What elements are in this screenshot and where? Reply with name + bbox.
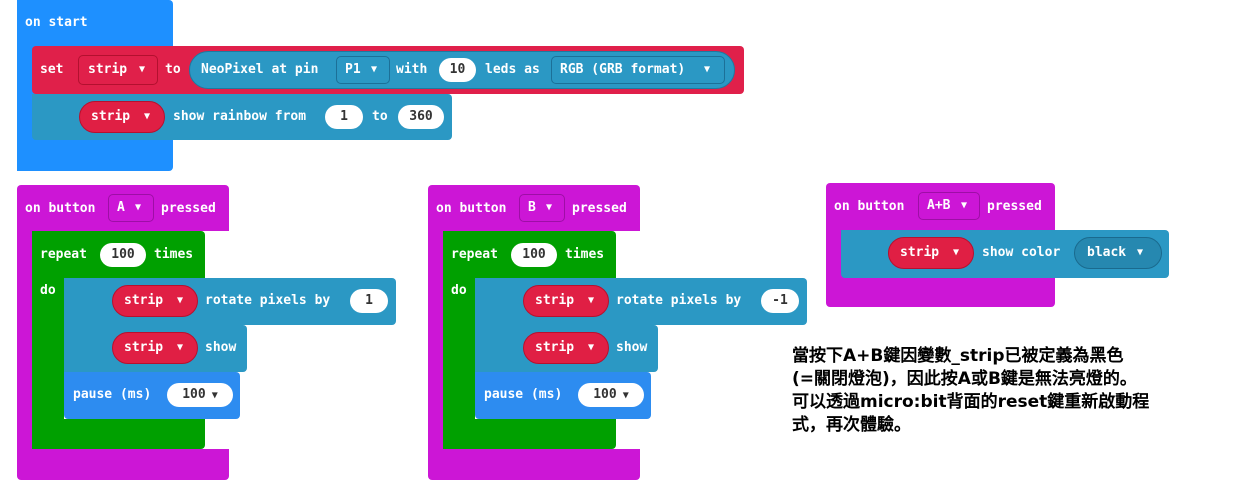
- show-variable-reporter[interactable]: strip ▼: [523, 332, 609, 364]
- pin-dropdown-label: P1: [345, 62, 361, 77]
- chevron-down-icon: ▼: [588, 342, 595, 353]
- button-b-dropdown[interactable]: B ▼: [519, 194, 565, 222]
- pause-value-dropdown[interactable]: 100 ▼: [578, 383, 644, 407]
- format-dropdown[interactable]: RGB (GRB format) ▼: [551, 56, 725, 84]
- note-line: (=關閉燈泡)，因此按A或B鍵是無法亮燈的。: [792, 369, 1137, 389]
- rotate-variable-reporter[interactable]: strip ▼: [523, 285, 609, 317]
- rotate-pixels-label: rotate pixels by: [616, 293, 742, 308]
- note-line: 式，再次體驗。: [792, 415, 911, 435]
- variable-dropdown[interactable]: strip ▼: [78, 55, 158, 85]
- show-variable-label: strip: [124, 340, 164, 355]
- to-label: to: [165, 62, 181, 77]
- chevron-down-icon: ▼: [1137, 247, 1144, 258]
- chevron-down-icon: ▼: [588, 295, 595, 306]
- chevron-down-icon: ▼: [961, 200, 968, 211]
- explanation-note: 當按下A+B鍵因變數_strip已被定義為黑色 (=關閉燈泡)，因此按A或B鍵是…: [792, 345, 1242, 437]
- color-variable-label: strip: [900, 245, 940, 260]
- rainbow-variable-label: strip: [91, 109, 131, 124]
- rotate-variable-label: strip: [535, 293, 575, 308]
- color-dropdown-label: black: [1087, 245, 1127, 260]
- repeat-block-arm: [32, 278, 64, 419]
- on-button-label: on button: [25, 201, 96, 216]
- chevron-down-icon: ▼: [144, 111, 151, 122]
- pause-label: pause (ms): [484, 387, 563, 402]
- neopixel-label: NeoPixel at pin: [201, 62, 319, 77]
- rotate-value-input[interactable]: -1: [761, 289, 799, 313]
- color-dropdown[interactable]: black ▼: [1074, 237, 1162, 269]
- rainbow-to-input[interactable]: 360: [398, 105, 444, 129]
- repeat-block-arm: [443, 278, 475, 419]
- rainbow-to-label: to: [372, 109, 388, 124]
- chevron-down-icon: ▼: [953, 247, 960, 258]
- chevron-down-icon: ▼: [135, 202, 142, 213]
- repeat-count-input[interactable]: 100: [511, 243, 557, 267]
- pressed-label: pressed: [572, 201, 627, 216]
- times-label: times: [154, 247, 194, 262]
- show-color-label: show color: [982, 245, 1061, 260]
- rotate-pixels-label: rotate pixels by: [205, 293, 331, 308]
- show-variable-label: strip: [535, 340, 575, 355]
- do-label: do: [40, 283, 56, 298]
- leds-as-label: leds as: [485, 62, 540, 77]
- pin-dropdown[interactable]: P1 ▼: [336, 56, 390, 84]
- repeat-label: repeat: [451, 247, 498, 262]
- button-dropdown-label: A: [117, 200, 125, 215]
- button-a-dropdown[interactable]: A ▼: [108, 194, 154, 222]
- rotate-variable-label: strip: [124, 293, 164, 308]
- with-label: with: [396, 62, 428, 77]
- chevron-down-icon: ▼: [622, 390, 629, 401]
- rotate-value-input[interactable]: 1: [350, 289, 388, 313]
- leds-count-input[interactable]: 10: [439, 58, 476, 82]
- button-dropdown-label: B: [528, 200, 536, 215]
- pause-value-label: 100: [593, 387, 617, 402]
- chevron-down-icon: ▼: [371, 64, 378, 75]
- pause-value-label: 100: [182, 387, 206, 402]
- color-variable-reporter[interactable]: strip ▼: [888, 237, 974, 269]
- times-label: times: [565, 247, 605, 262]
- variable-dropdown-label: strip: [88, 62, 128, 77]
- rainbow-from-input[interactable]: 1: [325, 105, 363, 129]
- chevron-down-icon: ▼: [177, 295, 184, 306]
- chevron-down-icon: ▼: [546, 202, 553, 213]
- rainbow-variable-reporter[interactable]: strip ▼: [79, 101, 165, 133]
- note-line: 當按下A+B鍵因變數_strip已被定義為黑色: [792, 346, 1124, 366]
- button-dropdown-label: A+B: [927, 198, 951, 213]
- pressed-label: pressed: [987, 199, 1042, 214]
- format-dropdown-label: RGB (GRB format): [560, 62, 686, 77]
- button-ab-dropdown[interactable]: A+B ▼: [918, 192, 980, 220]
- show-label: show: [205, 340, 237, 355]
- chevron-down-icon: ▼: [177, 342, 184, 353]
- set-label: set: [40, 62, 64, 77]
- chevron-down-icon: ▼: [704, 64, 711, 75]
- show-variable-reporter[interactable]: strip ▼: [112, 332, 198, 364]
- on-start-label: on start: [25, 15, 88, 30]
- do-label: do: [451, 283, 467, 298]
- rotate-variable-reporter[interactable]: strip ▼: [112, 285, 198, 317]
- on-button-label: on button: [436, 201, 507, 216]
- repeat-label: repeat: [40, 247, 87, 262]
- repeat-count-input[interactable]: 100: [100, 243, 146, 267]
- pressed-label: pressed: [161, 201, 216, 216]
- show-label: show: [616, 340, 648, 355]
- show-rainbow-label: show rainbow from: [173, 109, 307, 124]
- pause-value-dropdown[interactable]: 100 ▼: [167, 383, 233, 407]
- on-button-label: on button: [834, 199, 905, 214]
- chevron-down-icon: ▼: [211, 390, 218, 401]
- chevron-down-icon: ▼: [139, 64, 146, 75]
- pause-label: pause (ms): [73, 387, 152, 402]
- note-line: 可以透過micro:bit背面的reset鍵重新啟動程: [792, 392, 1150, 412]
